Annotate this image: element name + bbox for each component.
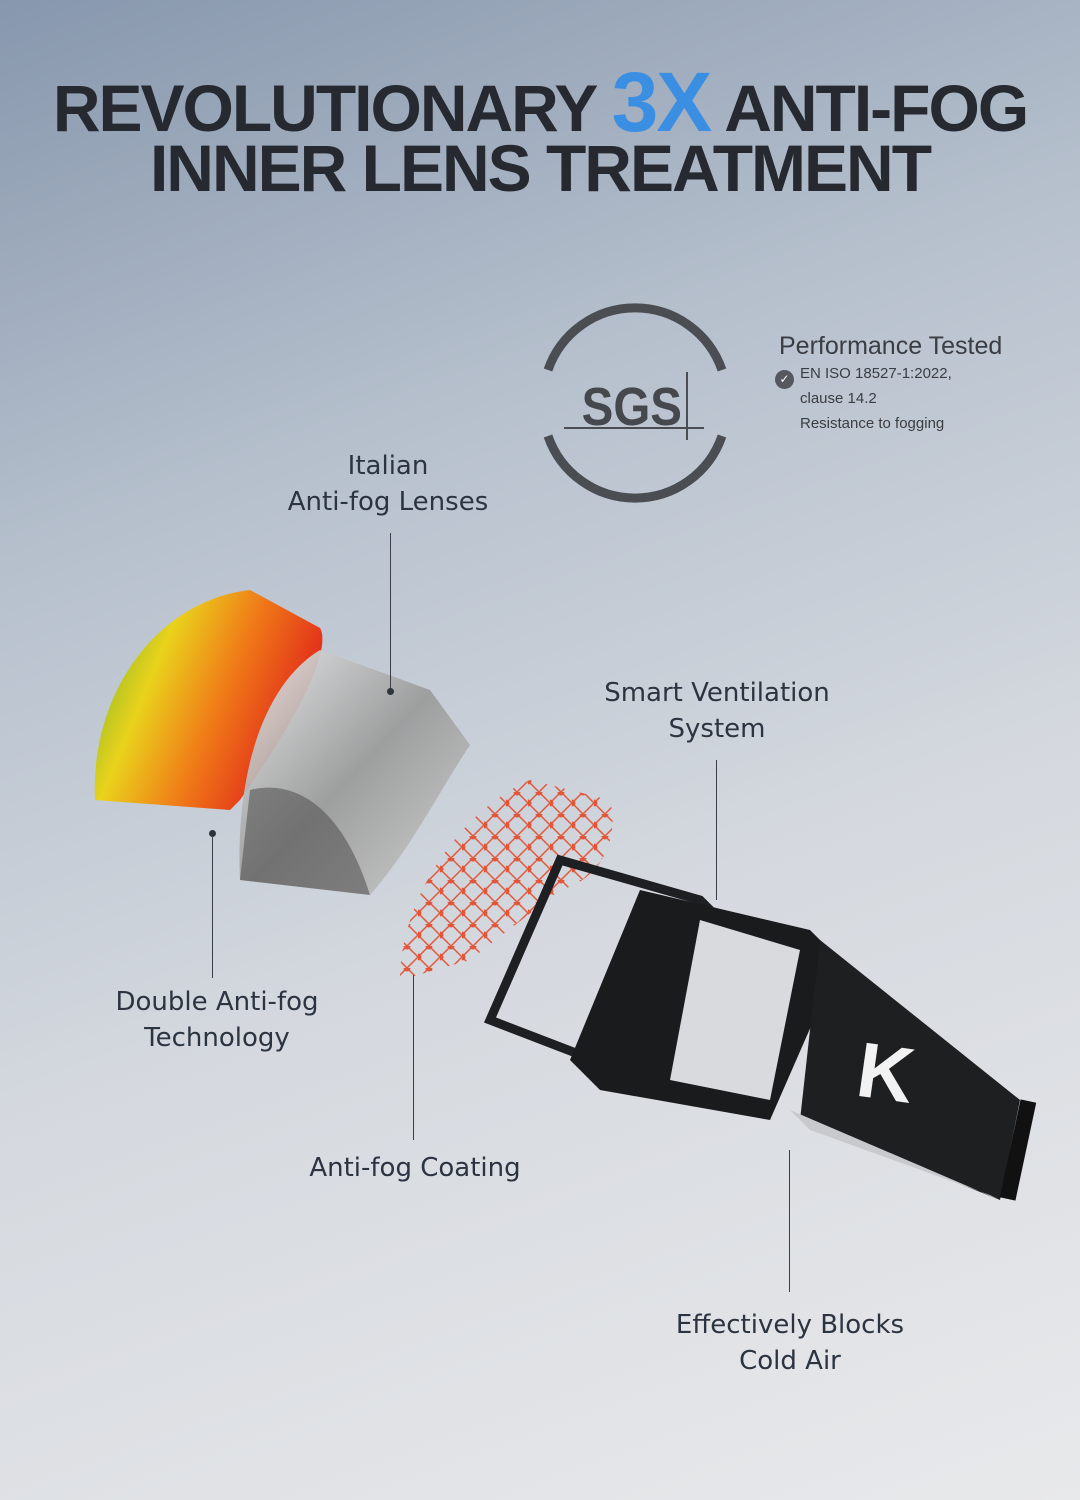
callout-text: Anti-fog Lenses [287,487,489,517]
leader-line [789,1150,790,1292]
headline-text: REVOLUTIONARY [52,71,597,145]
callout-text: Effectively Blocks [675,1310,905,1340]
callout-text: Smart Ventilation [604,678,830,708]
headline-line-1: REVOLUTIONARY 3X ANTI-FOG [0,60,1080,144]
leader-line [413,975,414,1140]
headline-text: ANTI-FOG [724,71,1029,145]
headline-line-2: INNER LENS TREATMENT [149,131,932,205]
goggle-frame [483,854,1037,1201]
callout-text: Double Anti-fog [115,987,319,1017]
leader-line [716,760,717,900]
callout-blocks-cold-air: Effectively Blocks Cold Air [655,1307,925,1379]
leader-line [390,533,391,691]
callout-text: System [668,714,766,744]
svg-text:SGS: SGS [582,376,682,437]
callout-text: Cold Air [739,1346,841,1376]
leader-dot [209,830,216,837]
callout-text: Italian [347,451,429,481]
callout-smart-ventilation: Smart Ventilation System [577,675,857,747]
check-circle-icon: ✓ [775,370,794,389]
sgs-logo: SGS [543,303,727,503]
leader-line [212,836,213,978]
cert-line: clause 14.2 [800,390,877,407]
callout-antifog-coating: Anti-fog Coating [285,1150,545,1186]
cert-line: Resistance to fogging [800,415,945,432]
cert-title: Performance Tested [779,332,1003,360]
antifog-mesh [400,780,613,980]
strap-logo: K [852,1025,920,1120]
certification-block: Performance Tested ✓ EN ISO 18527-1:2022… [775,332,1003,436]
callout-text: Anti-fog Coating [309,1153,521,1183]
headline-accent: 3X [611,55,713,149]
callout-text: Technology [144,1023,290,1053]
leader-dot [387,688,394,695]
callout-double-antifog: Double Anti-fog Technology [92,984,342,1056]
callout-italian-lenses: Italian Anti-fog Lenses [268,448,508,520]
cert-line: EN ISO 18527-1:2022, [800,365,952,382]
